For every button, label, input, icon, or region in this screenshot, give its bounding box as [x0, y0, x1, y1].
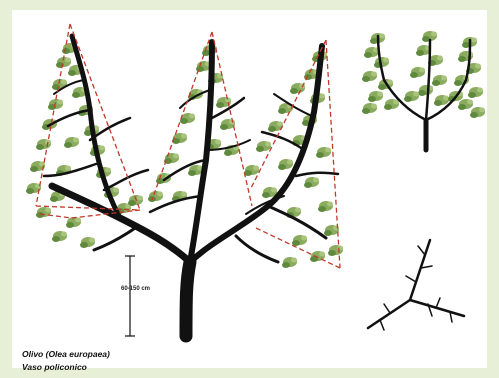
caption-training-system: Vaso policonico: [22, 362, 87, 372]
caption-species: Olivo (Olea europaea): [22, 349, 110, 359]
measure-label: 60-150 cm: [121, 286, 150, 292]
skeleton-diagram: [368, 240, 464, 330]
small-tree: [362, 31, 485, 150]
height-measure: [125, 256, 135, 336]
main-tree-foliage: [26, 43, 343, 268]
main-tree-trunk: [44, 36, 338, 336]
